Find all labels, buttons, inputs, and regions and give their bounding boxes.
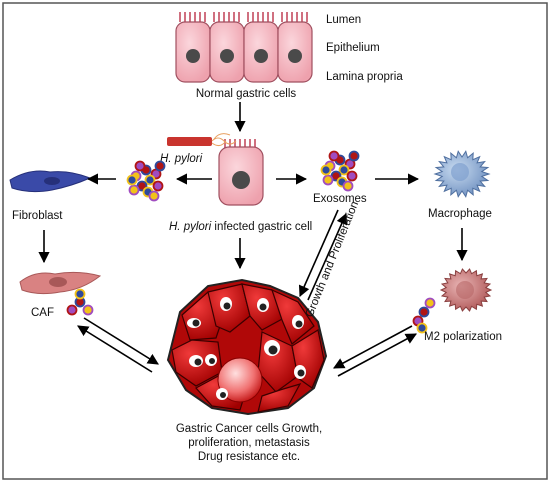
m2-macrophage-cell [439,268,493,312]
exosome-vesicle [322,174,334,186]
exosome-vesicle [416,322,428,334]
gastric-cancer-cluster [166,278,328,416]
exosome-vesicle [148,190,160,202]
nucleus [254,49,268,63]
cancer-cell [270,288,315,345]
nucleus [220,49,234,63]
exosome-vesicle [126,174,138,186]
exosome-cluster-m2 [412,297,436,334]
exosomes-label: Exosomes [313,193,367,205]
exosome-vesicle [328,150,340,162]
normal-cells-label: Normal gastric cells [196,88,297,100]
exosome-vesicle [144,174,156,186]
exosome-cluster-caf [66,288,94,316]
nucleus [44,177,60,185]
cancer-nuclei [187,297,306,400]
exosome-vesicle [338,164,350,176]
arrow-cancer-to-exosomes [307,212,348,301]
caf-label: CAF [31,307,54,319]
exosome-cluster-right [320,150,360,192]
cancer-cell [257,383,302,413]
macrophage-label: Macrophage [428,208,492,220]
nucleus [288,49,302,63]
nucleus [49,277,67,287]
lumen-label: Lumen [326,14,361,26]
h-pylori-bacterium [167,133,237,147]
infected-cell [218,139,264,206]
exosome-vesicle [66,304,78,316]
arrow-exosomes-to-cancer [298,209,339,298]
arrow-cancer-to-m2 [337,333,417,377]
nucleus [186,49,200,63]
fibroblast-label: Fibroblast [12,210,63,222]
normal-epithelium [175,12,313,83]
h-pylori-label: H. pylori [160,153,203,165]
cancer-label-line3: Drug resistance etc. [198,451,300,463]
exosome-vesicle [346,170,358,182]
microvilli [179,12,308,22]
exosome-vesicle [418,306,430,318]
exosome-vesicle [342,180,354,192]
nucleus [232,171,250,189]
infected-cell-label: H. pylori infected gastric cell [169,221,312,233]
cancer-cell-globe [217,357,263,403]
infected-label-italic: H. pylori [169,221,212,233]
m2-polarization-label: M2 polarization [424,331,502,343]
cancer-label-line2: proliferation, metastasis [188,437,310,449]
exosome-vesicle [134,160,146,172]
arrow-caf-to-cancer [83,317,159,365]
infected-label-rest: infected gastric cell [211,221,312,233]
exosome-vesicle [82,304,94,316]
exosome-vesicle [424,297,436,309]
exosome-vesicle [74,288,86,300]
exosome-vesicle [128,184,140,196]
macrophage-cell [433,150,491,198]
arrow-m2-to-cancer [333,325,413,369]
cancer-label-line1: Gastric Cancer cells Growth, [176,423,322,435]
exosome-vesicle [154,160,166,172]
lamina-propria-label: Lamina propria [326,71,403,83]
exosome-vesicle [348,150,360,162]
exosome-cluster-left [126,160,166,202]
arrows [38,102,468,377]
exosome-vesicle [320,164,332,176]
epithelium-label: Epithelium [326,42,380,54]
arrow-cancer-to-caf [77,325,153,373]
exosome-vesicle [152,180,164,192]
